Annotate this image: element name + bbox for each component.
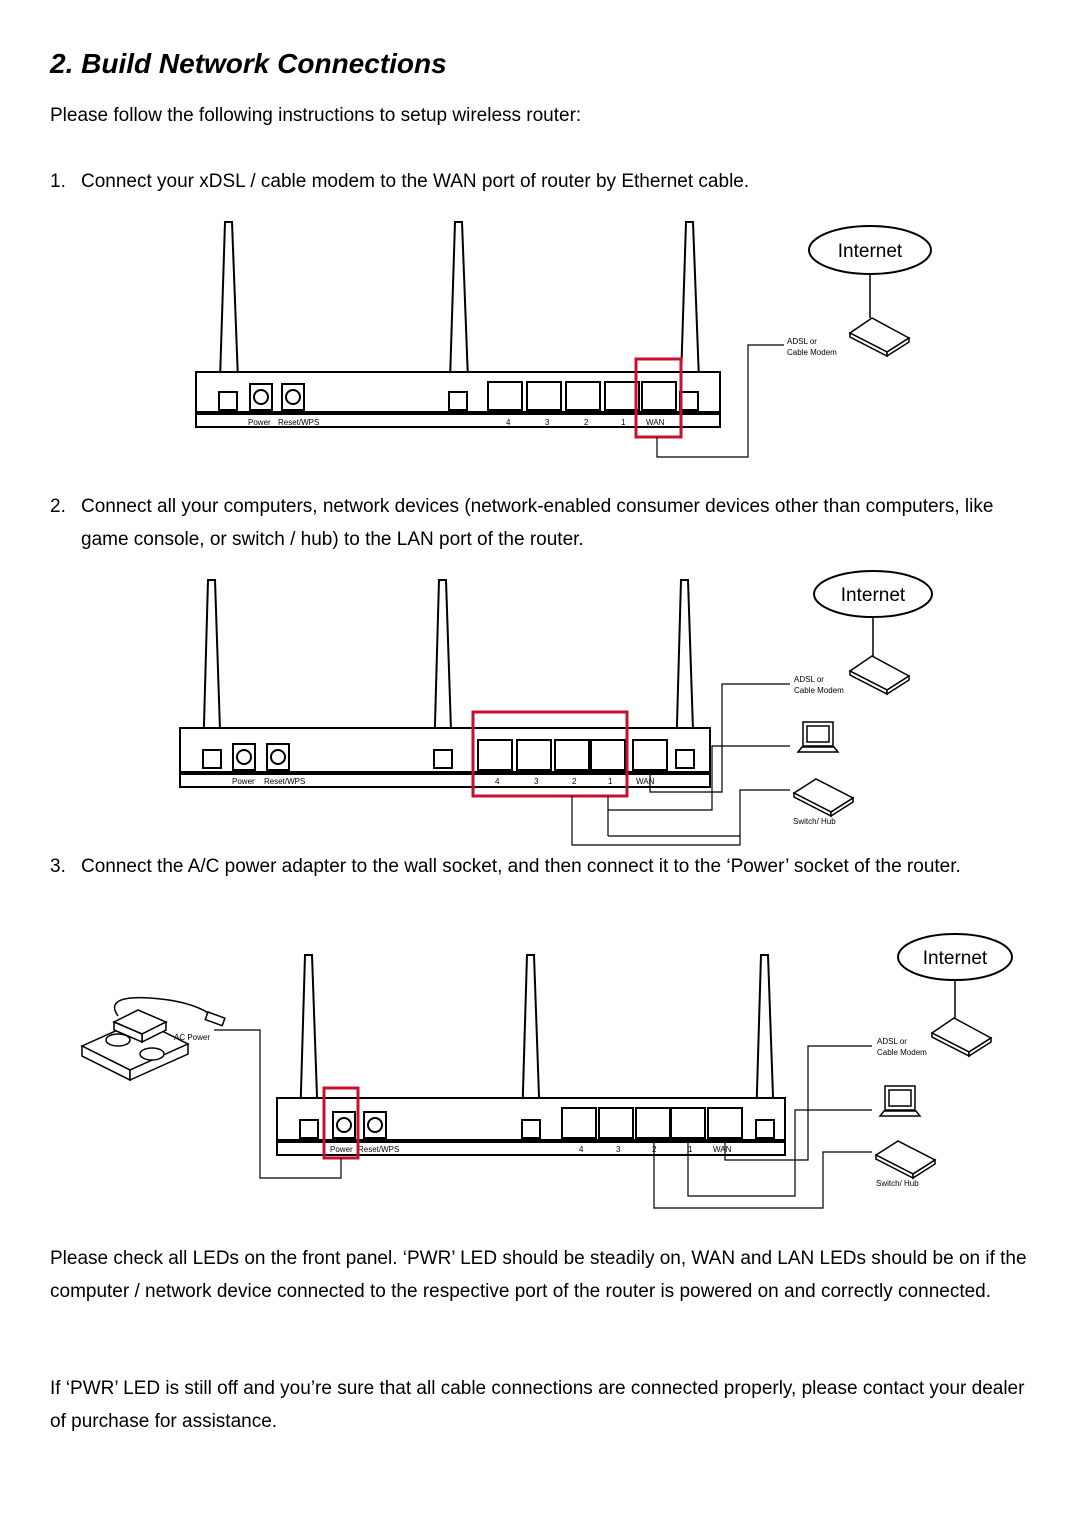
internet-label: Internet [841,585,906,606]
wan-label: WAN [636,777,655,786]
router-figure [179,579,711,788]
pwr-note: If ‘PWR’ LED is still off and you’re sur… [50,1378,1025,1432]
wan-cable [656,344,784,458]
port-3-label: 3 [534,777,539,786]
step-1-number: 1. [50,171,66,192]
cables [571,683,790,846]
power-label: Power [248,418,271,427]
step-1-text: Connect your xDSL / cable modem to the W… [81,171,750,192]
step-2-number: 2. [50,496,66,517]
modem-label-line-1: ADSL or [794,675,824,684]
switch-label: Switch/ Hub [876,1179,919,1188]
modem-label-line-2: Cable Modem [877,1048,927,1057]
lan-highlight-box [471,710,629,798]
step-2-text: Connect all your computers, network devi… [81,496,994,550]
step-3-text: Connect the A/C power adapter to the wal… [81,856,961,877]
reset-label: Reset/WPS [358,1145,399,1154]
port-4-label: 4 [495,777,500,786]
port-2-label: 2 [584,418,589,427]
switch-label: Switch/ Hub [793,817,836,826]
modem-label-line-1: ADSL or [787,337,817,346]
diagram-power-connection: Power Reset/WPS 4 3 2 1 WAN AC Power Int… [80,933,1013,1209]
router-labels: Power Reset/WPS 4 3 2 1 WAN [248,418,665,427]
wan-label: WAN [713,1145,732,1154]
switch-hub-icon [874,1140,937,1180]
port-3-label: 3 [545,418,550,427]
page-title: 2. Build Network Connections [50,48,447,79]
wan-highlight-box [634,357,683,439]
router-labels: Power Reset/WPS 4 3 2 1 WAN [232,777,655,786]
computer-icon [796,721,840,753]
modem-label-line-2: Cable Modem [787,348,837,357]
step-2: 2. Connect all your computers, network d… [50,490,1040,556]
port-3-label: 3 [616,1145,621,1154]
switch-hub-icon [792,778,855,818]
router-figure [276,954,786,1156]
power-label: Power [330,1145,353,1154]
modem-icon [848,655,911,696]
step-3: 3. Connect the A/C power adapter to the … [50,850,1040,883]
port-1-label: 1 [688,1145,693,1154]
diagram-lan-connection: Power Reset/WPS 4 3 2 1 WAN Internet ADS… [179,570,933,846]
port-4-label: 4 [506,418,511,427]
reset-label: Reset/WPS [264,777,305,786]
router-figure [195,221,721,428]
port-2-label: 2 [572,777,577,786]
computer-icon [878,1085,922,1117]
step-3-number: 3. [50,856,66,877]
step-1: 1. Connect your xDSL / cable modem to th… [50,165,1040,198]
wan-label: WAN [646,418,665,427]
port-1-label: 1 [621,418,626,427]
diagram-wan-connection: Power Reset/WPS 4 3 2 1 WAN Internet ADS… [195,221,932,458]
port-4-label: 4 [579,1145,584,1154]
power-label: Power [232,777,255,786]
port-1-label: 1 [608,777,613,786]
leds-note: Please check all LEDs on the front panel… [50,1248,1027,1302]
cables [214,1029,872,1209]
internet-label: Internet [923,948,988,969]
ac-power-label: AC Power [174,1033,210,1042]
internet-label: Internet [838,241,903,262]
modem-label-line-2: Cable Modem [794,686,844,695]
modem-icon [848,317,911,358]
intro-text: Please follow the following instructions… [50,105,582,126]
power-adapter-icon [112,996,226,1044]
modem-icon [930,1017,993,1058]
reset-label: Reset/WPS [278,418,319,427]
modem-label-line-1: ADSL or [877,1037,907,1046]
